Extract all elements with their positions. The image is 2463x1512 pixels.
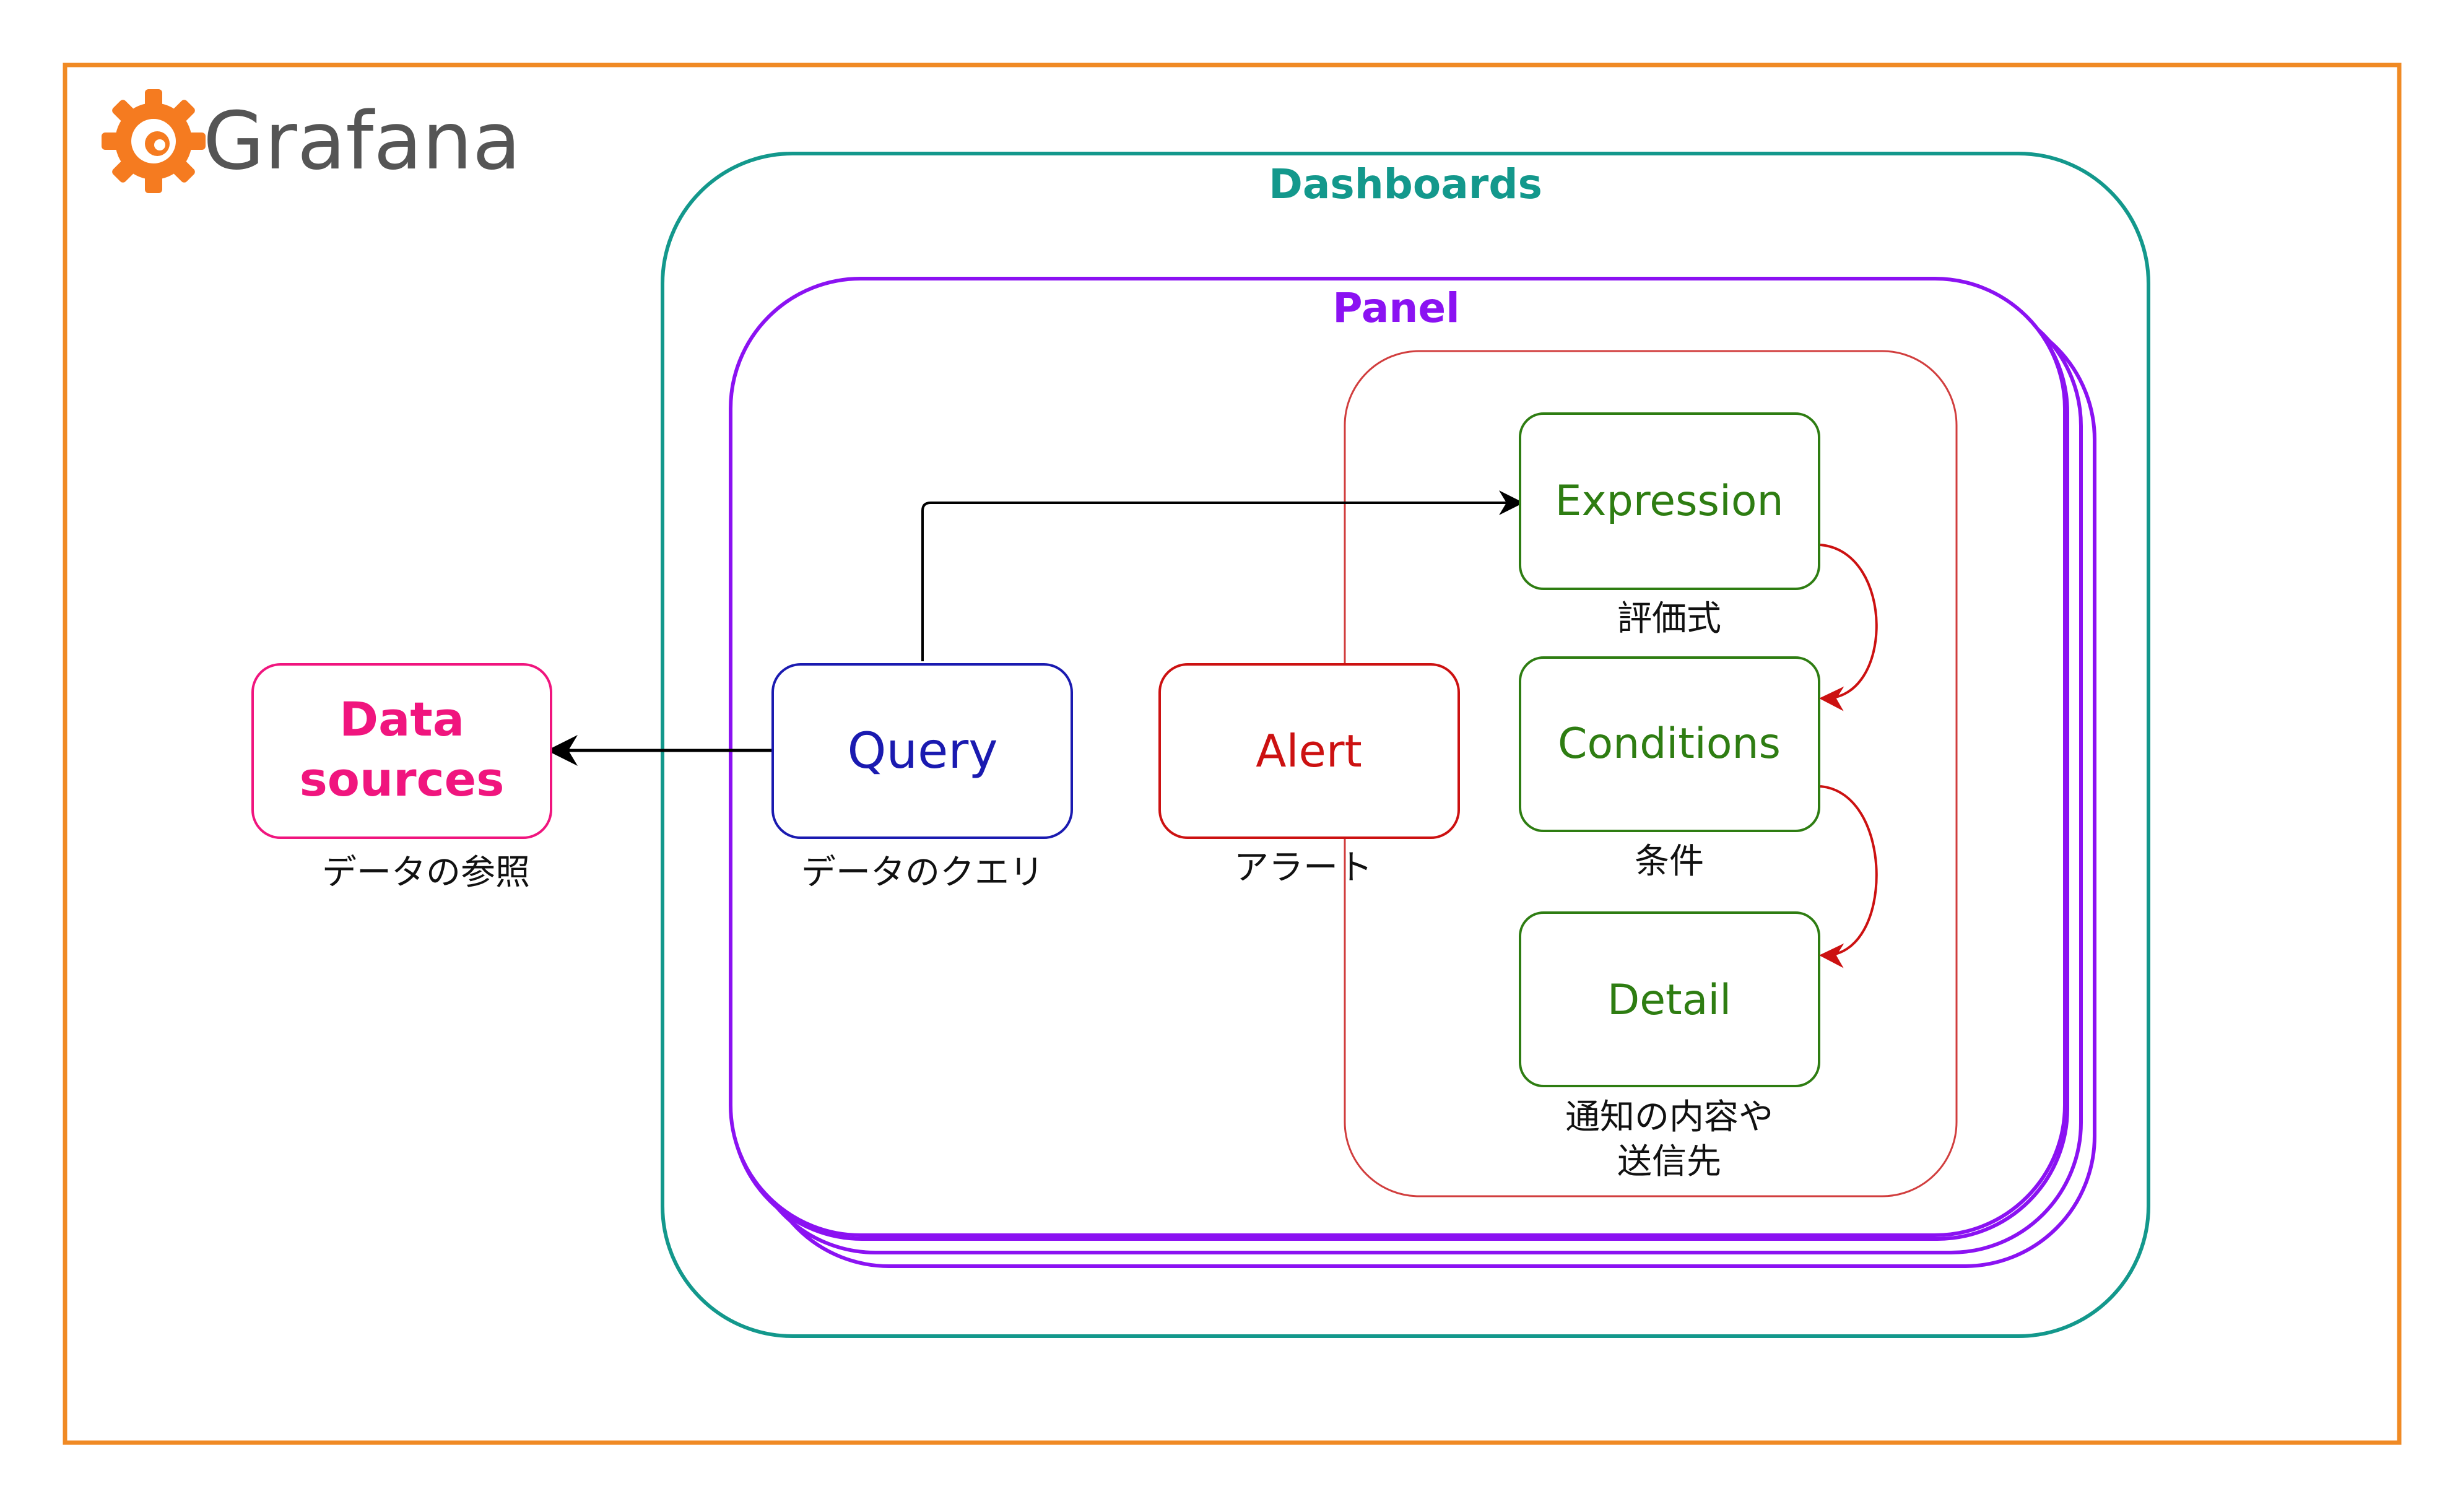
conditions-label: Conditions (1558, 719, 1781, 768)
detail-box (1519, 911, 1820, 1087)
expression-to-conditions-arrow (1819, 544, 1878, 711)
query-label: Query (847, 722, 997, 780)
alert-caption: アラート (1234, 848, 1373, 888)
query-caption: データのクエリ (801, 853, 1044, 893)
outer-frame (63, 63, 2402, 1445)
detail-caption-line1: 通知の内容や (1565, 1097, 1773, 1137)
grafana-logo-text: Grafana (203, 95, 521, 188)
datasources-caption: データの参照 (322, 853, 530, 893)
datasources-label-line1: Data (339, 692, 464, 747)
expression-box (1519, 412, 1820, 590)
grafana-gear-icon (102, 89, 206, 193)
detail-label: Detail (1607, 976, 1731, 1025)
alert-box (1158, 663, 1460, 839)
conditions-caption: 条件 (1635, 841, 1704, 882)
dashboards-title: Dashboards (1269, 160, 1542, 208)
grafana-logo: Grafana (102, 89, 521, 193)
expression-label: Expression (1555, 477, 1783, 526)
conditions-to-detail-arrow (1819, 785, 1878, 968)
alert-label: Alert (1256, 725, 1362, 777)
dashboards-container (661, 152, 2150, 1338)
conditions-box (1519, 656, 1820, 832)
datasources-box (251, 663, 552, 839)
detail-caption-line2: 送信先 (1617, 1142, 1721, 1182)
query-box (771, 663, 1073, 839)
datasources-label-line2: sources (300, 752, 505, 807)
query-to-expression-arrow (921, 490, 1524, 661)
expression-caption: 評価式 (1617, 599, 1721, 639)
panel-title: Panel (1332, 284, 1460, 332)
